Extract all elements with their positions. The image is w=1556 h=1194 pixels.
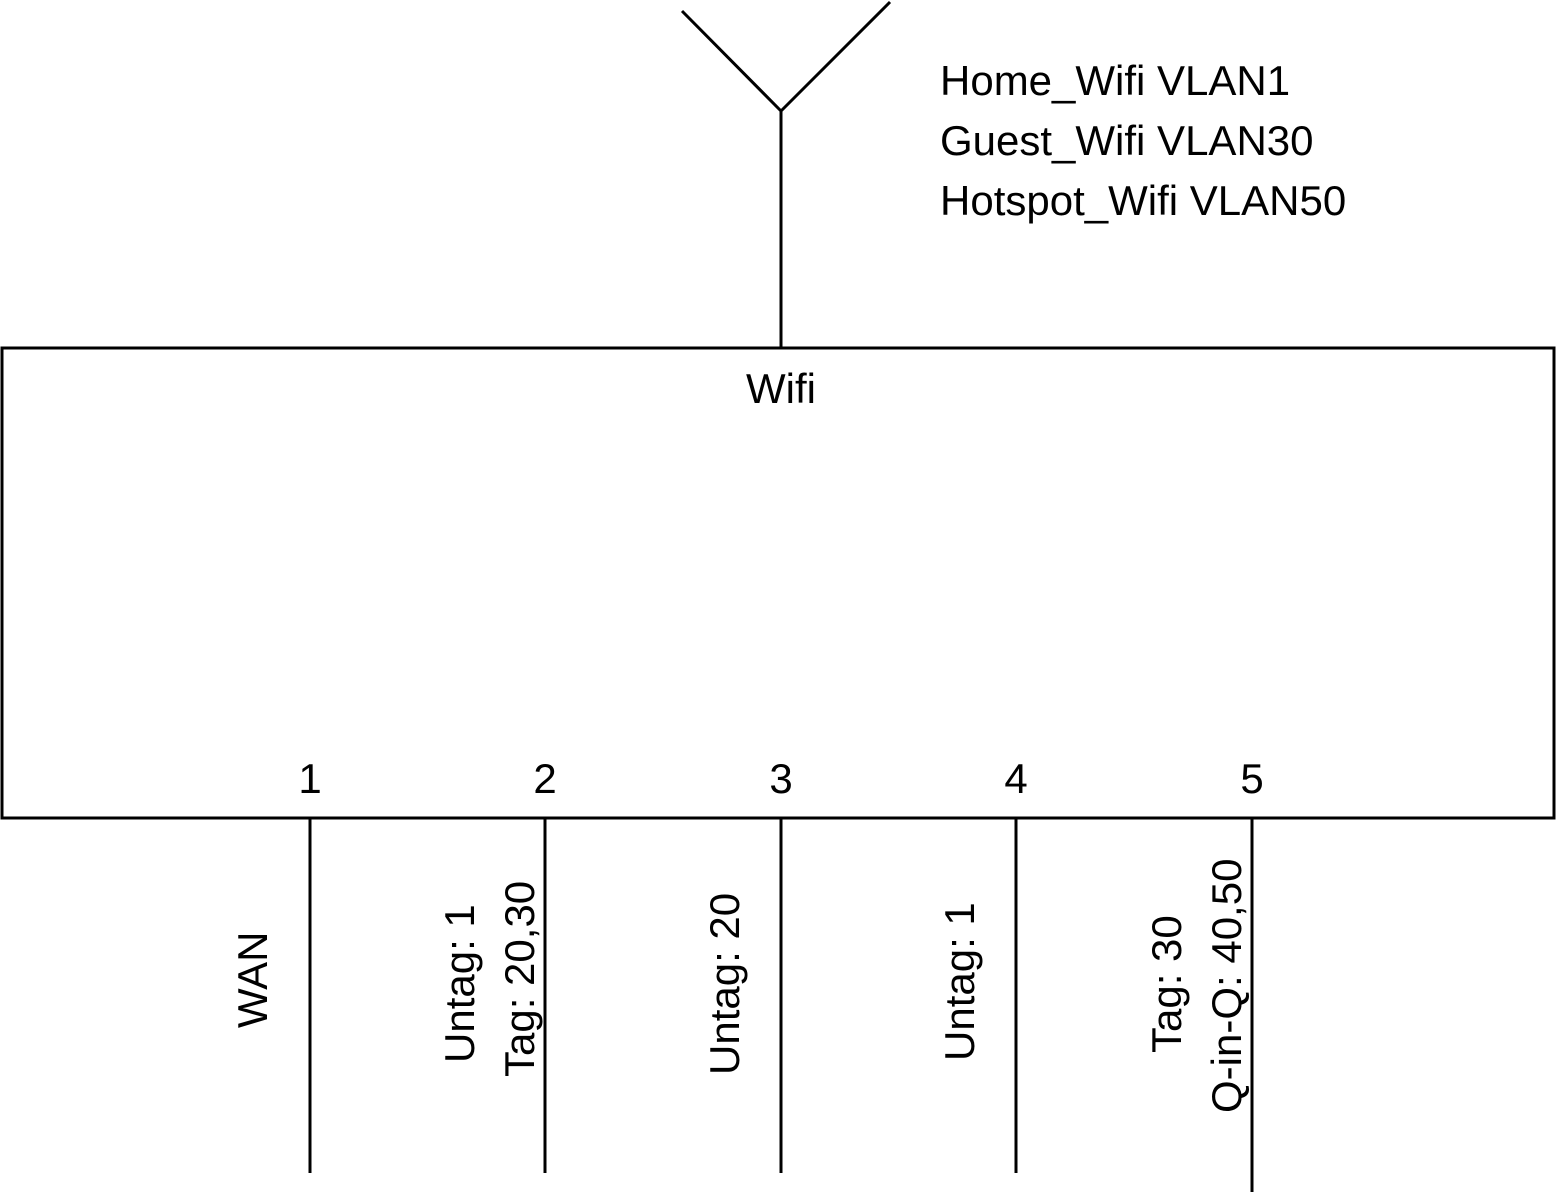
port-1: 1 WAN	[229, 755, 322, 1173]
port-number: 5	[1240, 755, 1263, 802]
port-number: 3	[769, 755, 792, 802]
port-number: 2	[533, 755, 556, 802]
antenna-arm-left	[680, 9, 783, 113]
ssid-item: Hotspot_Wifi VLAN50	[940, 177, 1346, 224]
port-label-line: WAN	[229, 932, 276, 1028]
port-label-line: Untag: 20	[701, 893, 748, 1075]
port-number: 1	[298, 755, 321, 802]
antenna-arm-right	[779, 0, 892, 113]
antenna-icon	[680, 0, 892, 348]
port-2: 2 Untag: 1 Tag: 20,30	[436, 755, 557, 1173]
device-label: Wifi	[746, 365, 816, 412]
port-label-line: Tag: 20,30	[496, 881, 543, 1077]
port-label-line: Q-in-Q: 40,50	[1203, 859, 1250, 1113]
port-4: 4 Untag: 1	[936, 755, 1028, 1173]
ssid-item: Guest_Wifi VLAN30	[940, 117, 1314, 164]
wifi-device-box	[0, 346, 1556, 820]
port-label-line: Untag: 1	[936, 902, 983, 1061]
ssid-item: Home_Wifi VLAN1	[940, 57, 1290, 104]
port-label-line: Untag: 1	[436, 904, 483, 1063]
ssid-list: Home_Wifi VLAN1 Guest_Wifi VLAN30 Hotspo…	[940, 57, 1346, 224]
port-5: 5 Tag: 30 Q-in-Q: 40,50	[1143, 755, 1264, 1192]
port-label-line: Tag: 30	[1143, 915, 1190, 1053]
port-3: 3 Untag: 20	[701, 755, 793, 1173]
port-number: 4	[1004, 755, 1027, 802]
